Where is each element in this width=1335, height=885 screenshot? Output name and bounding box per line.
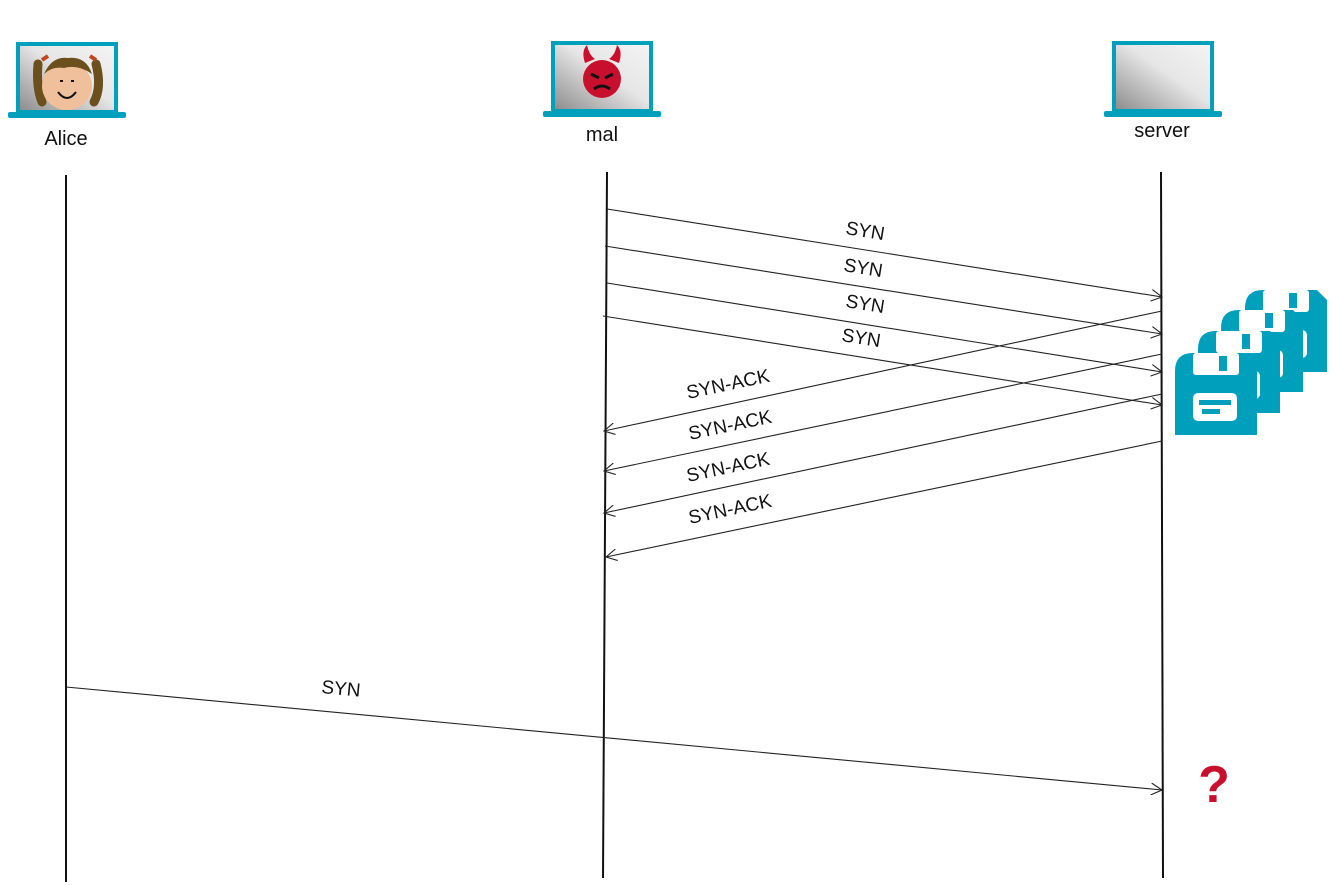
participant-label: Alice [44, 128, 87, 150]
lifeline-mal [602, 171, 608, 879]
alice-avatar-icon [33, 54, 104, 110]
participant-label: mal [586, 124, 618, 146]
lifeline-server [1160, 171, 1164, 879]
laptop-icon [541, 41, 663, 119]
participant-mal: mal [541, 41, 663, 146]
message-label: SYN [840, 325, 882, 352]
message-label: SYN [842, 255, 884, 282]
message-syn-3: SYN [606, 282, 1162, 372]
floppy-disk-stack-icon [1175, 290, 1327, 435]
participant-label: server [1134, 120, 1190, 142]
message-synack-4: SYN-ACK [606, 440, 1163, 557]
message-label: SYN [844, 291, 886, 318]
message-label: SYN-ACK [687, 407, 774, 445]
message-label: SYN-ACK [685, 449, 772, 487]
message-alice-syn: SYN [65, 677, 1162, 790]
participant-alice: Alice [6, 42, 128, 150]
message-label: SYN-ACK [687, 491, 774, 529]
laptop-icon [1102, 41, 1224, 119]
question-mark-icon: ? [1198, 756, 1230, 814]
laptop-icon [6, 42, 128, 120]
message-label: SYN [844, 218, 886, 245]
message-syn-2: SYN [604, 245, 1162, 334]
message-syn-1: SYN [606, 208, 1162, 297]
message-label: SYN [321, 677, 362, 702]
participant-server: server [1102, 41, 1224, 142]
devil-icon [583, 45, 621, 98]
